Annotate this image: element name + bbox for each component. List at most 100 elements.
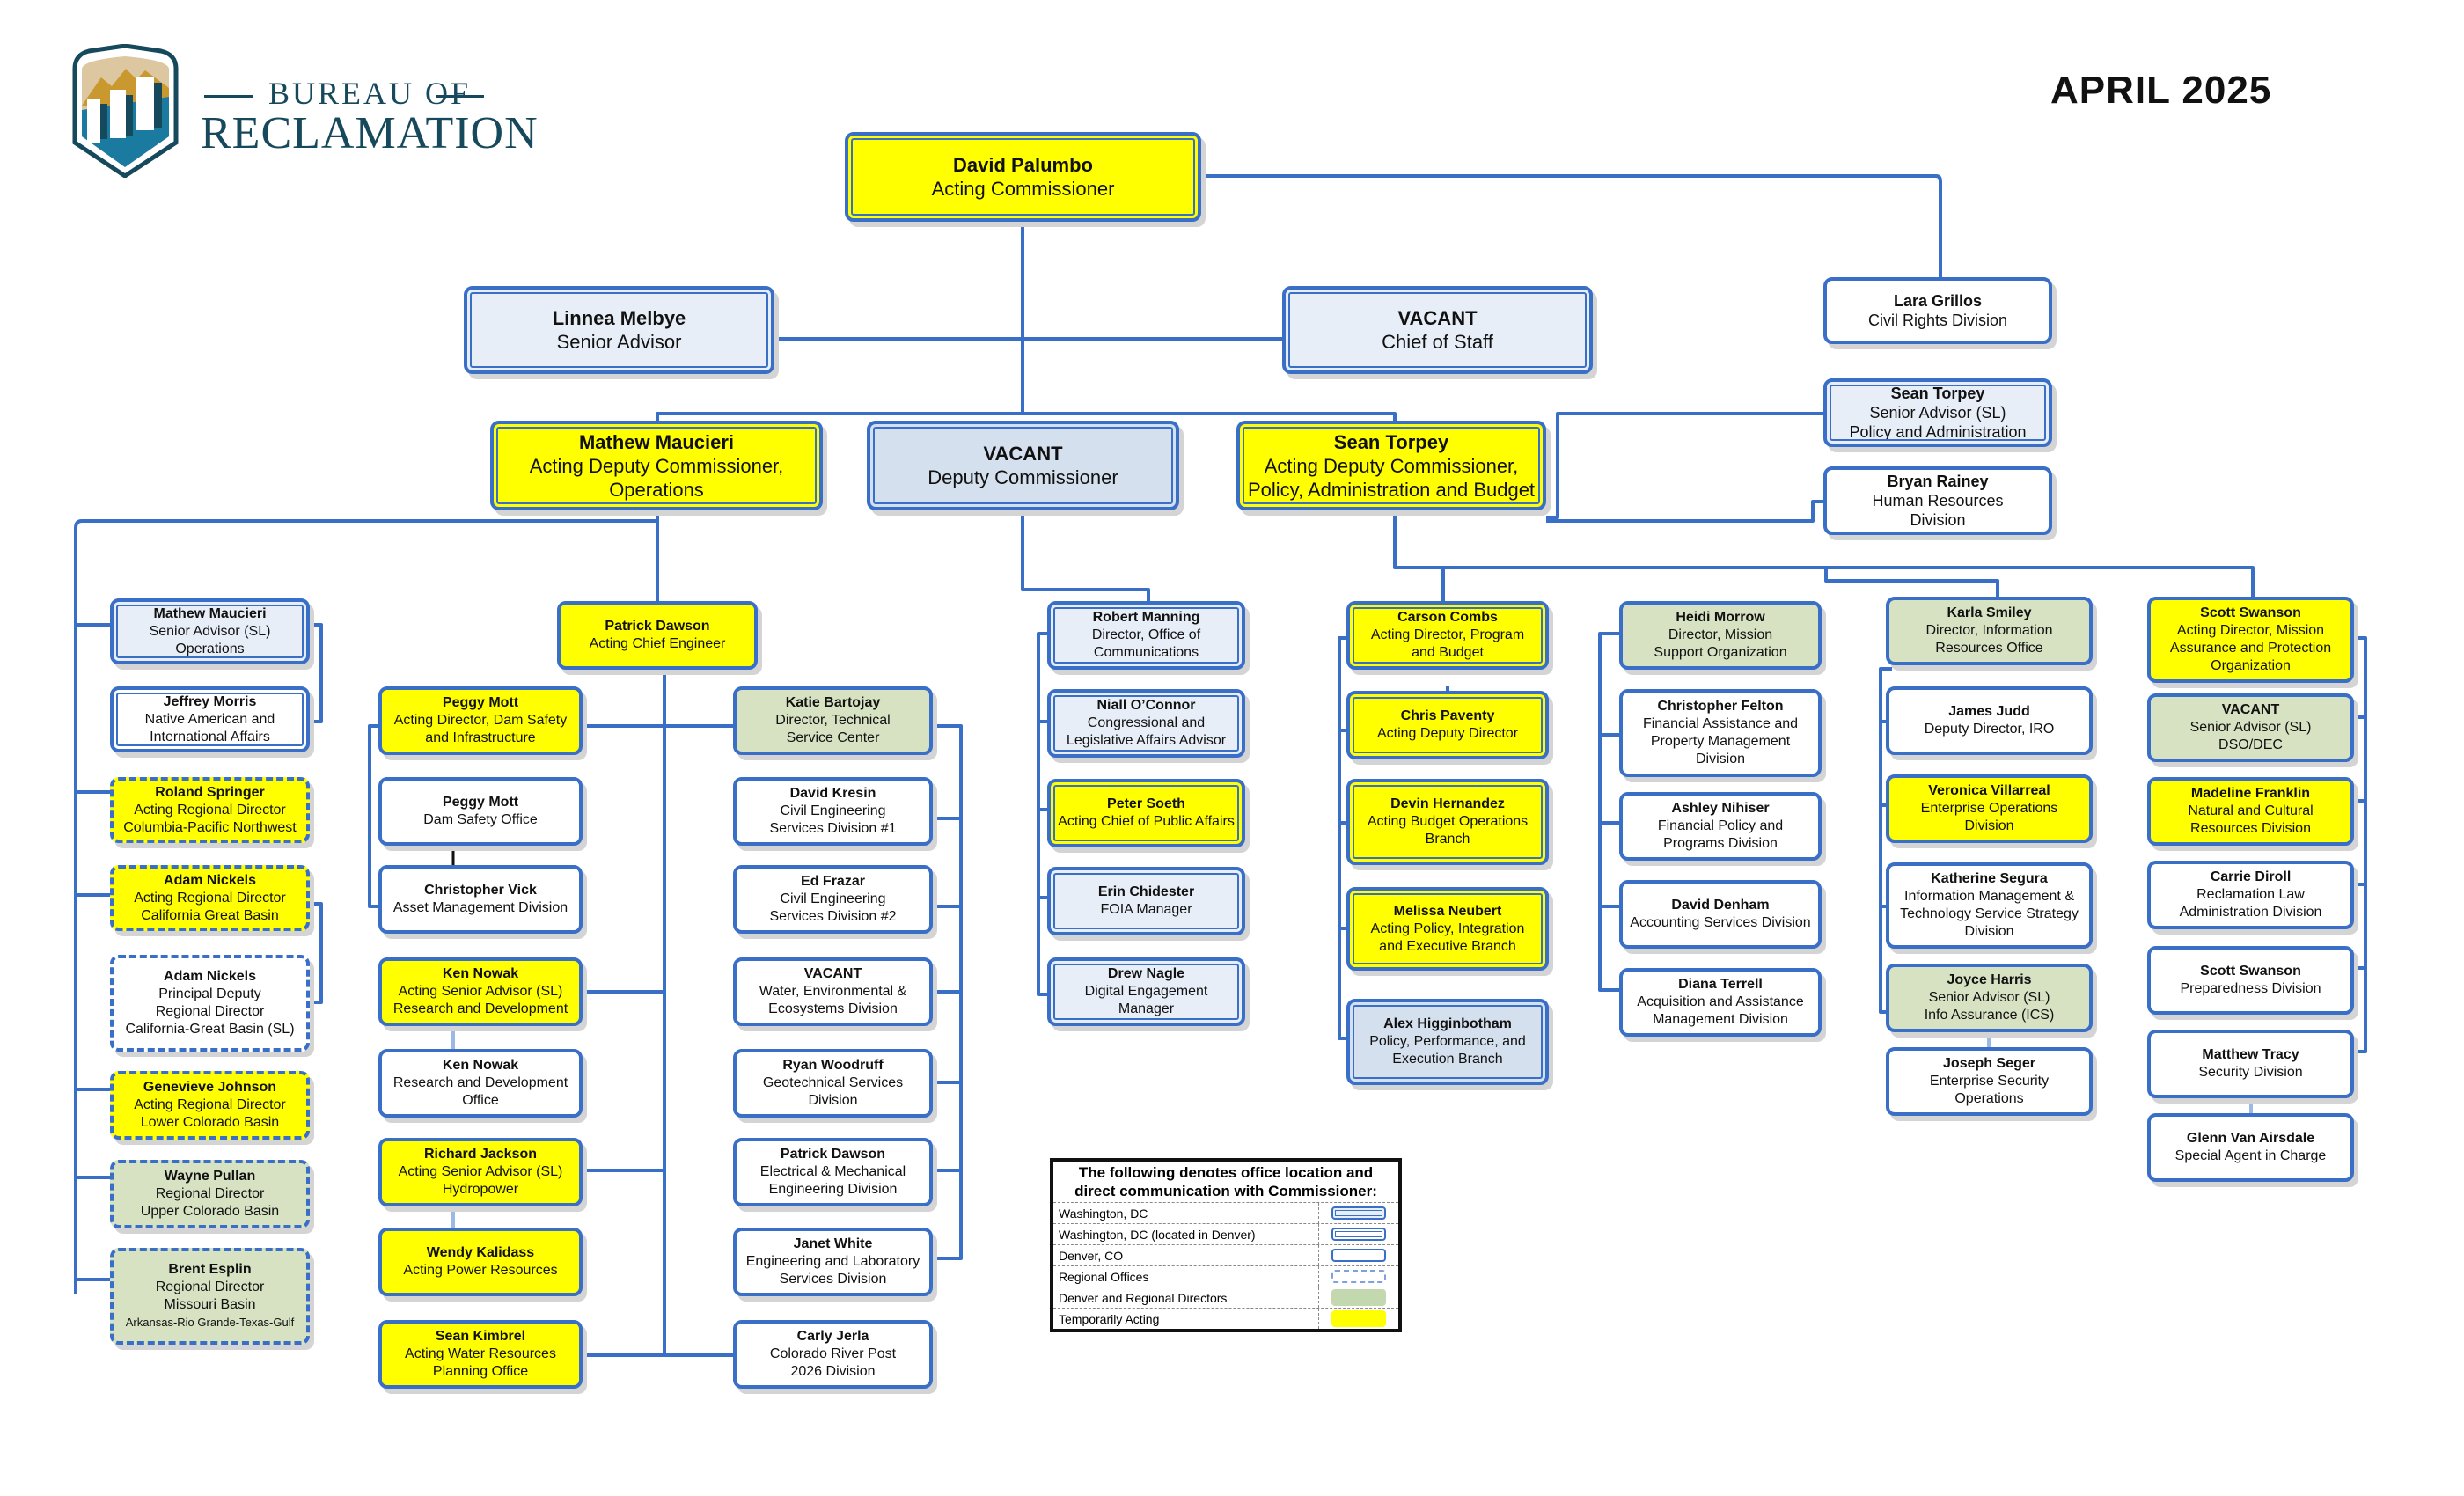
position-title: Civil Rights Division [1867, 312, 2008, 329]
position-title: Acting Policy, Integration [1370, 920, 1525, 936]
position-title: Operations [1954, 1091, 2024, 1106]
legend-swatch-regional [1331, 1270, 1386, 1283]
person-name: David Denham [1671, 898, 1770, 913]
position-title: Digital Engagement [1084, 984, 1208, 999]
person-name: VACANT [1397, 307, 1478, 329]
position-title: Division [1910, 511, 1966, 529]
legend-item: Denver and Regional Directors [1053, 1287, 1398, 1309]
position-title: Acting Regional Director [134, 890, 286, 906]
person-name: Janet White [793, 1236, 873, 1251]
position-title: Financial Assistance and [1642, 716, 1799, 731]
legend-label: Denver and Regional Directors [1059, 1290, 1228, 1305]
position-title: Operations [609, 478, 704, 501]
position-title: Division [1964, 818, 2014, 833]
position-title: Acting Senior Advisor (SL) [398, 984, 563, 999]
position-title: Communications [1093, 645, 1199, 660]
position-title: Deputy Commissioner [928, 466, 1118, 488]
position-title: Senior Advisor [556, 331, 682, 353]
person-name: Erin Chidester [1097, 884, 1195, 899]
person-name: Ryan Woodruff [782, 1058, 884, 1073]
position-title: Engineering and Laboratory [745, 1254, 920, 1269]
position-title: Acting Budget Operations [1367, 814, 1529, 829]
position-title: Acting Regional Director [134, 1097, 286, 1112]
position-title: Policy, Administration and Budget [1247, 478, 1536, 501]
person-name: Ed Frazar [801, 874, 865, 889]
person-name: Madeline Franklin [2190, 786, 2311, 801]
position-title: DSO/DEC [2218, 737, 2283, 752]
position-title: Programs Division [1663, 836, 1778, 851]
person-name: James Judd [1948, 704, 2030, 719]
logo-text-reclamation: RECLAMATION [201, 108, 539, 158]
position-title: Technology Service Strategy [1900, 906, 2079, 921]
legend-item: Regional Offices [1053, 1266, 1398, 1287]
position-title: Enterprise Operations [1920, 801, 2058, 816]
position-title: Policy, Performance, and [1369, 1034, 1526, 1049]
legend-swatch-denver [1331, 1249, 1386, 1262]
position-title: Regional Director [155, 1186, 265, 1201]
position-title: Acting Deputy Director [1376, 726, 1519, 741]
position-title: Security Division [2198, 1065, 2303, 1080]
legend-label: Denver, CO [1059, 1248, 1124, 1263]
position-title: Water, Environmental & [759, 984, 907, 999]
position-title: Colorado River Post [769, 1346, 897, 1361]
position-title: Acting Director, Mission [2176, 623, 2325, 638]
position-title: Director, Mission [1668, 627, 1773, 642]
person-name: Joseph Seger [1943, 1056, 2035, 1071]
position-title: Acting Regional Director [134, 802, 286, 818]
position-title: Regional Director [155, 1004, 265, 1019]
person-name: Carly Jerla [796, 1329, 869, 1344]
connector-pab-right [1546, 412, 1823, 519]
person-name: Roland Springer [155, 784, 265, 800]
position-title: Arkansas-Rio Grande-Texas-Gulf [125, 1316, 295, 1329]
person-name: Ashley Nihiser [1671, 801, 1770, 816]
position-title: Asset Management Division [392, 900, 568, 915]
connector-deputies [656, 412, 1397, 421]
position-title: Acquisition and Assistance [1637, 994, 1804, 1009]
person-name: Alex Higginbotham [1383, 1016, 1512, 1031]
person-name: Mathew Maucieri [153, 605, 267, 621]
position-title: Acting Water Resources [405, 1346, 556, 1361]
legend-item: Washington, DC (located in Denver) [1053, 1224, 1398, 1245]
position-title: Senior Advisor (SL) [149, 623, 271, 639]
person-name: Heidi Morrow [1676, 610, 1765, 625]
position-title: Info Assurance (ICS) [1924, 1008, 2055, 1023]
position-title: and Budget [1412, 645, 1484, 660]
position-title: Resources Office [1935, 641, 2043, 656]
position-title: Service Center [786, 730, 880, 745]
person-name: Brent Esplin [168, 1262, 252, 1277]
person-name: Diana Terrell [1678, 977, 1763, 992]
legend-label: Washington, DC [1059, 1206, 1148, 1221]
position-title: Preparedness Division [2180, 981, 2321, 996]
person-name: Melissa Neubert [1393, 903, 1502, 919]
position-title: Director, Office of [1091, 627, 1201, 642]
position-title: Principal Deputy [158, 986, 261, 1001]
connector-civil-rights [1201, 174, 1942, 277]
position-title: Dam Safety Office [423, 812, 538, 827]
person-name: Wendy Kalidass [426, 1245, 535, 1260]
